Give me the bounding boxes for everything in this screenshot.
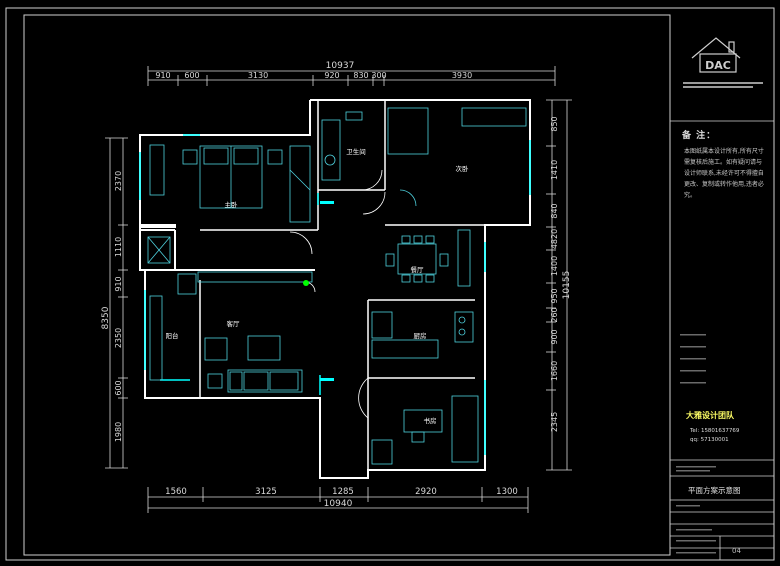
top-dim-label: 600	[184, 71, 199, 80]
top-dim-label: 910	[155, 71, 170, 80]
left-dimension-chain	[105, 137, 128, 469]
studio-qq: qq: 57130001	[690, 437, 729, 443]
notes-title: 备 注：	[682, 131, 717, 141]
room-label-second-bedroom: 次卧	[456, 164, 470, 173]
left-segment-labels: 2370 1110 910 2350 600 1980	[114, 171, 123, 442]
notes-body: 本图纸属本设计所有,所有尺寸需复核后施工。如有疑问请与设计师联系,未经许可不得擅…	[684, 148, 764, 199]
studio-name: 大雅设计团队	[686, 411, 734, 420]
left-dim-label: 2350	[114, 328, 123, 348]
title-block-rows	[676, 334, 716, 554]
top-dim-label: 3930	[452, 71, 472, 80]
room-label-balcony: 阳台	[166, 331, 179, 340]
top-dim-label: 300	[371, 71, 386, 80]
exterior-walls	[139, 99, 531, 479]
windows	[139, 134, 531, 455]
room-labels: 主卧 卫生间 次卧 餐厅 客厅 阳台 厨房 书房	[166, 147, 470, 425]
top-segment-labels: 910 600 3130 920 830 300 3930	[155, 71, 472, 80]
top-dimension-chain	[147, 66, 556, 86]
right-dim-label: 840	[550, 203, 559, 218]
room-label-living: 客厅	[227, 319, 241, 328]
furniture	[147, 107, 527, 465]
studio-tel: Tel: 15801637769	[690, 428, 740, 434]
door-swings	[289, 169, 386, 419]
right-dim-label: 4820	[550, 229, 559, 249]
right-dim-label: 1400	[550, 256, 559, 276]
room-label-kitchen: 厨房	[414, 331, 427, 340]
room-label-dining: 餐厅	[411, 265, 425, 274]
drawing-title: 平面方案示意图	[688, 486, 741, 495]
room-label-bathroom: 卫生间	[346, 147, 366, 156]
bottom-segment-labels: 1560 3125 1285 2920 1300	[165, 487, 518, 497]
blue-accent-bars	[320, 201, 334, 381]
outer-frame	[5, 7, 775, 561]
right-dim-label: 1660	[550, 361, 559, 381]
top-total-dim: 10937	[326, 61, 355, 71]
interior-walls	[199, 100, 530, 470]
title-block-frame	[670, 120, 774, 560]
left-dim-label: 910	[114, 276, 123, 291]
top-dim-label: 830	[353, 71, 368, 80]
top-dim-label: 3130	[248, 71, 268, 80]
right-dim-label: 900	[550, 329, 559, 344]
room-label-study: 书房	[424, 416, 437, 425]
left-total-dim: 8350	[101, 306, 111, 329]
right-dim-label: 950	[550, 288, 559, 303]
bottom-total-dim: 10940	[324, 499, 353, 509]
bottom-dim-label: 1300	[496, 487, 518, 497]
right-dim-label: 850	[550, 116, 559, 131]
right-dim-label: 260	[550, 307, 559, 322]
left-dim-label: 2370	[114, 171, 123, 191]
green-fixture-marker	[303, 280, 309, 286]
logo-caption-bars	[683, 82, 763, 88]
left-dim-label: 1980	[114, 422, 123, 442]
company-logo	[691, 37, 741, 73]
top-dim-label: 920	[324, 71, 339, 80]
right-dim-label: 1410	[550, 160, 559, 180]
bottom-dimension-chain	[147, 487, 529, 513]
bottom-dim-label: 3125	[255, 487, 277, 497]
right-total-dim: 10155	[562, 271, 572, 300]
logo-text: DAC	[705, 59, 731, 72]
page-number: 04	[732, 547, 741, 555]
bottom-dim-label: 2920	[415, 487, 437, 497]
left-dim-label: 1110	[114, 237, 123, 257]
right-dim-label: 2345	[550, 412, 559, 432]
bottom-dim-label: 1285	[332, 487, 354, 497]
left-dim-label: 600	[114, 380, 123, 395]
inner-frame	[23, 14, 671, 556]
right-dimension-chain	[546, 99, 572, 471]
bottom-dim-label: 1560	[165, 487, 187, 497]
room-label-master-bedroom: 主卧	[225, 200, 239, 209]
right-segment-labels: 850 1410 840 4820 1400 950 260 900 1660 …	[550, 116, 559, 432]
